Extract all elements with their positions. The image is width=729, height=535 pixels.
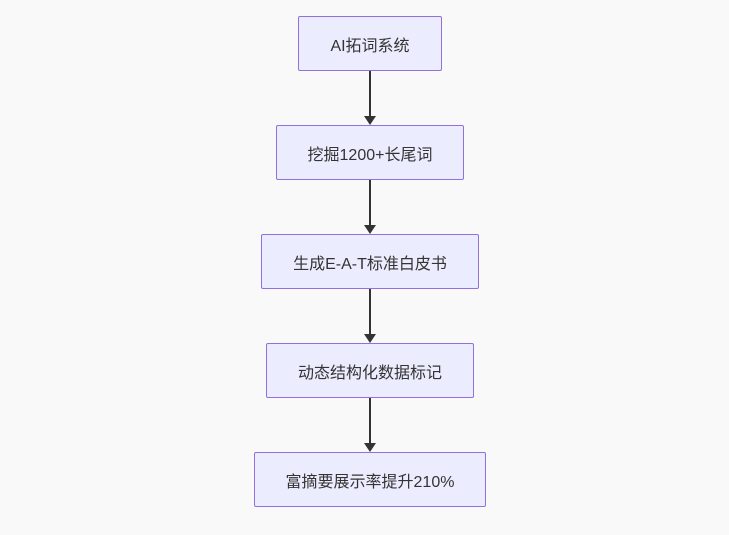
flow-node-label: 挖掘1200+长尾词 — [307, 146, 433, 164]
flow-node-label: AI拓词系统 — [330, 37, 410, 55]
flow-node-longtail-mining: 挖掘1200+长尾词 — [275, 125, 465, 180]
arrow-head-down-icon — [364, 443, 376, 452]
arrow-line — [369, 71, 371, 116]
flow-arrow-3 — [364, 289, 376, 343]
flow-node-label: 动态结构化数据标记 — [297, 364, 442, 382]
flow-arrow-1 — [364, 71, 376, 125]
arrow-line — [369, 289, 371, 334]
flow-node-rich-snippet-result: 富摘要展示率提升210% — [253, 452, 487, 507]
arrow-line — [369, 398, 371, 443]
flow-node-ai-word-expansion: AI拓词系统 — [298, 16, 442, 71]
arrow-head-down-icon — [364, 334, 376, 343]
flow-arrow-2 — [364, 180, 376, 234]
flow-node-eat-whitepaper: 生成E-A-T标准白皮书 — [261, 234, 479, 289]
flow-node-label: 富摘要展示率提升210% — [285, 473, 455, 491]
flow-node-structured-data: 动态结构化数据标记 — [265, 343, 474, 398]
arrow-head-down-icon — [364, 225, 376, 234]
arrow-head-down-icon — [364, 116, 376, 125]
flow-node-label: 生成E-A-T标准白皮书 — [293, 255, 447, 273]
flow-arrow-4 — [364, 398, 376, 452]
arrow-line — [369, 180, 371, 225]
